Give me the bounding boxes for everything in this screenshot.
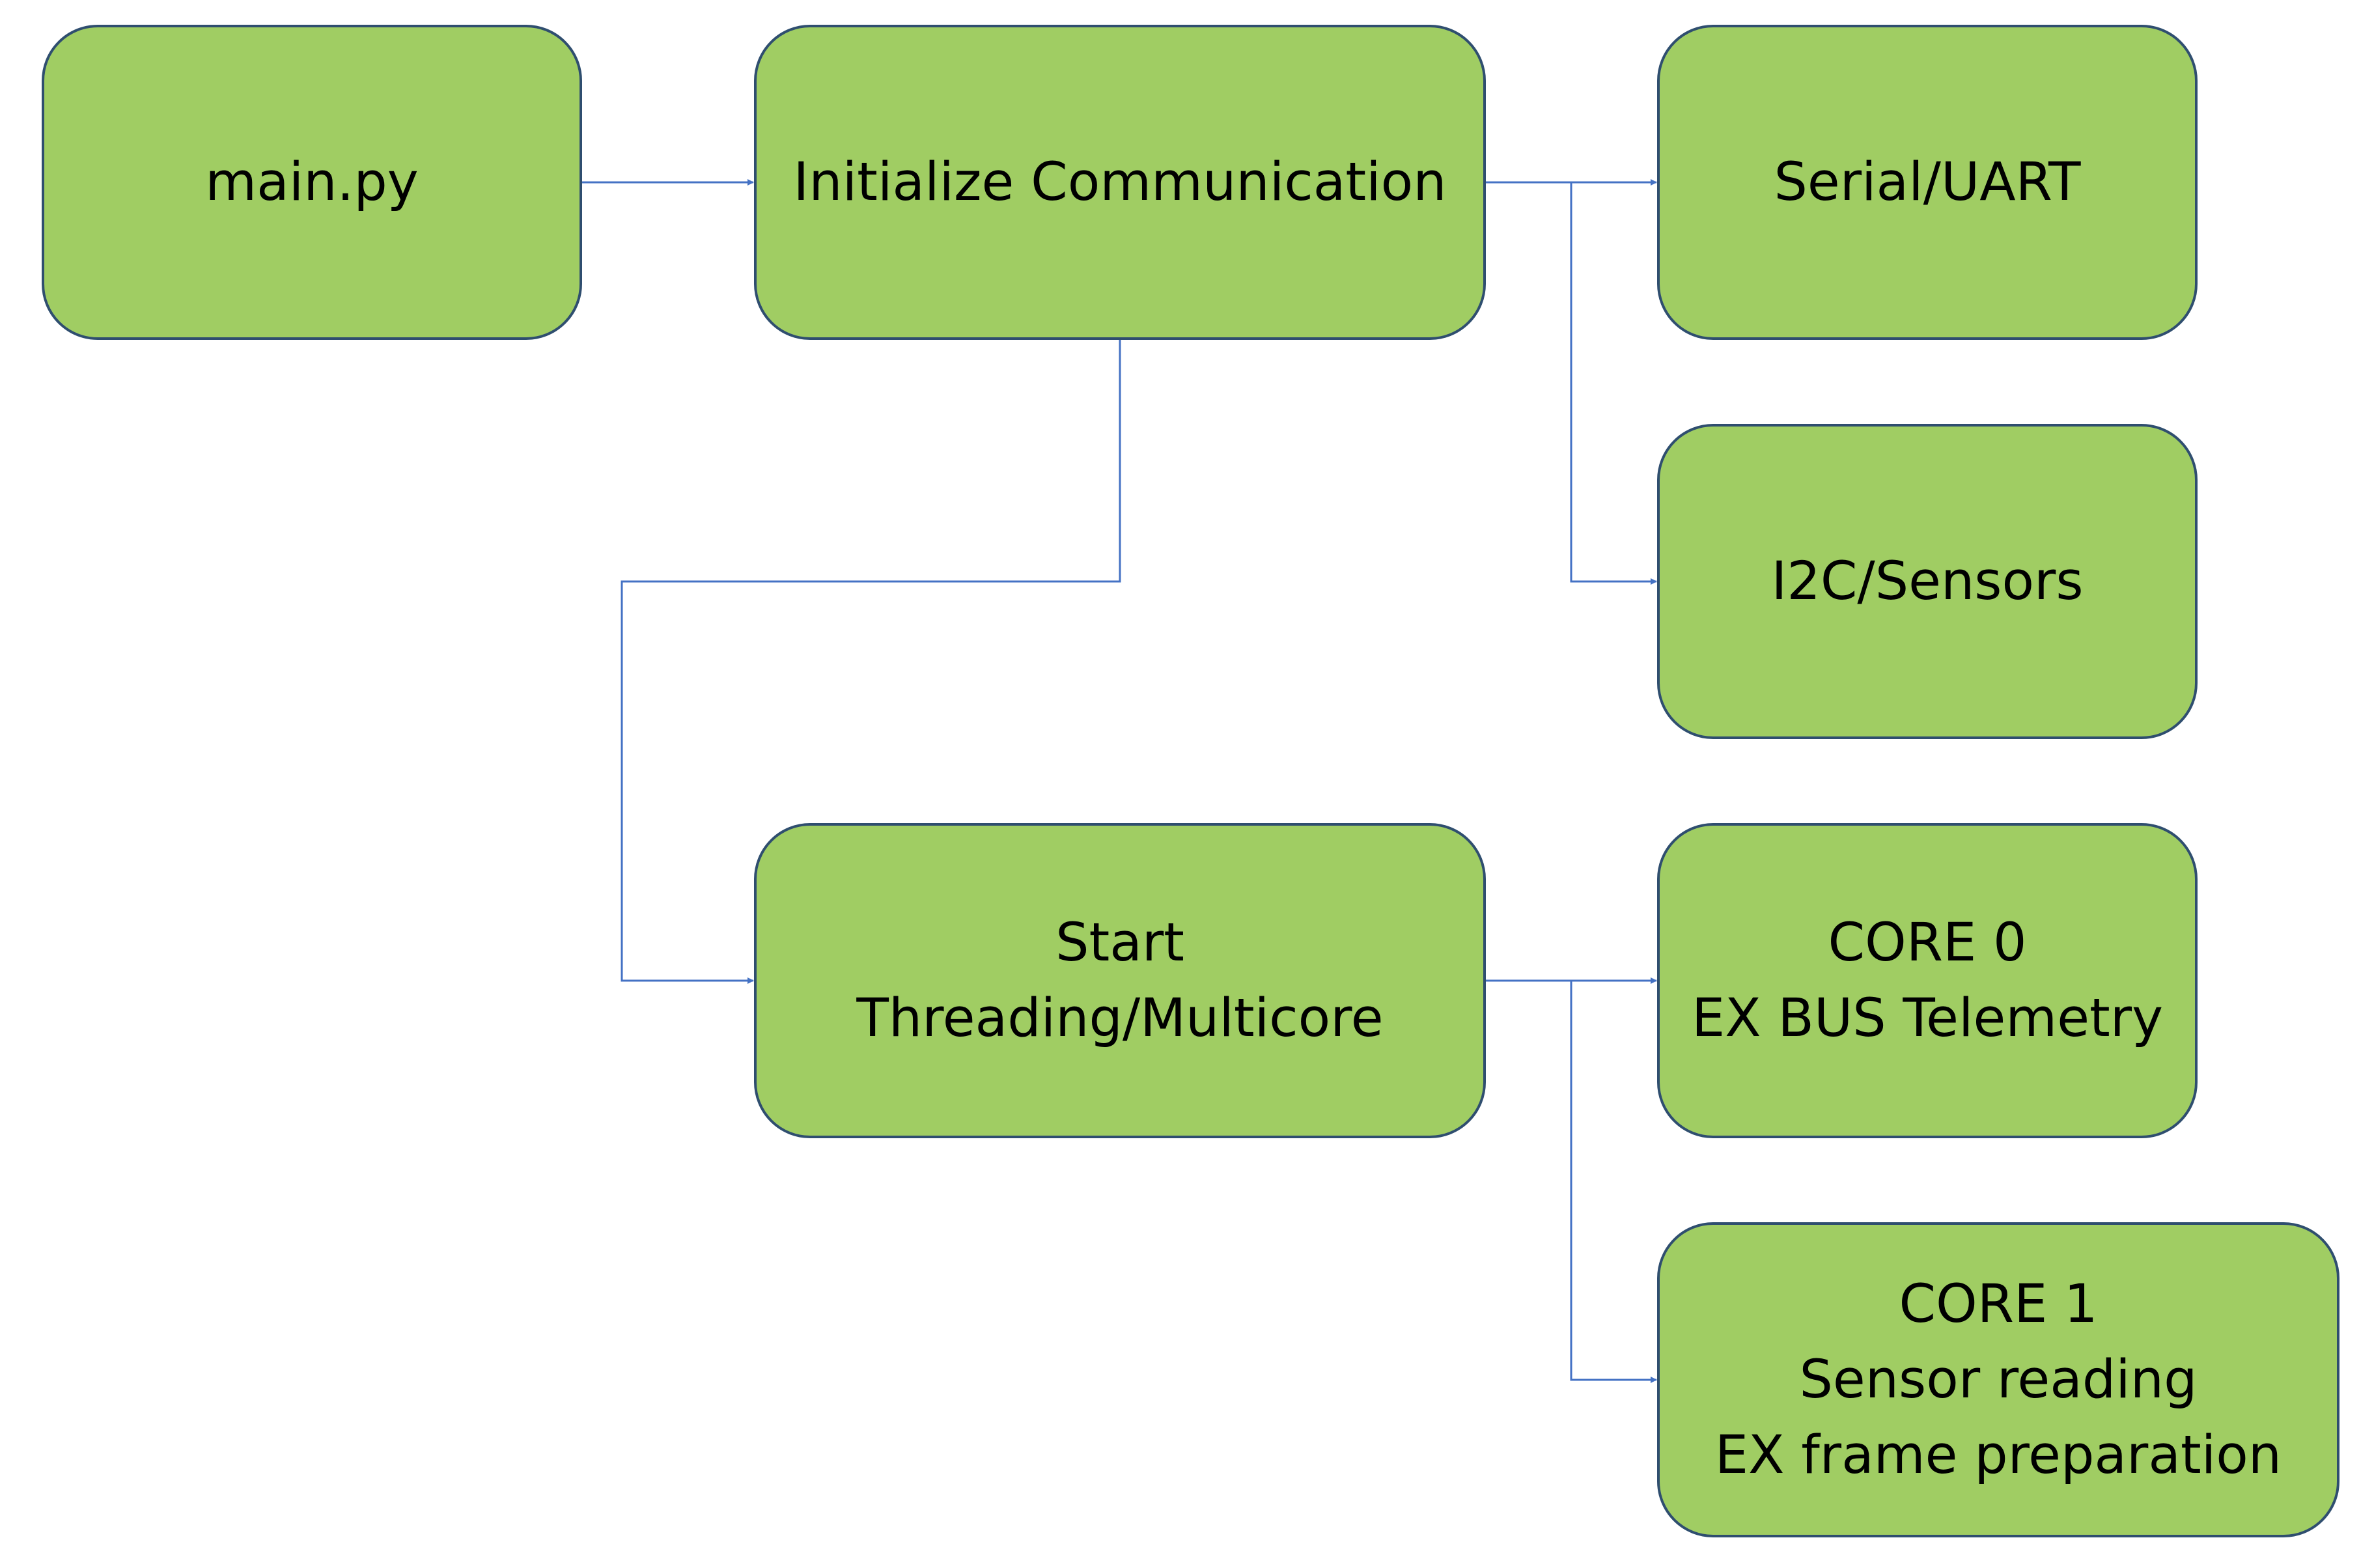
node-i2c-label: I2C/Sensors <box>1771 551 2083 612</box>
connectors <box>581 179 1657 1383</box>
node-init-comm-label: Initialize Communication <box>793 152 1446 213</box>
node-core0-label: EX BUS Telemetry <box>1692 988 2163 1049</box>
node-core0: CORE 0 EX BUS Telemetry <box>1657 823 2198 1138</box>
node-core1-box <box>1657 1222 2339 1537</box>
node-init-comm-box <box>754 25 1486 340</box>
node-serial-box <box>1657 25 2198 340</box>
node-serial-label: Serial/UART <box>1774 152 2081 213</box>
node-i2c: I2C/Sensors <box>1657 424 2198 739</box>
node-main: main.py <box>42 25 582 340</box>
node-threading-box <box>754 823 1486 1138</box>
node-core0-box <box>1657 823 2198 1138</box>
node-core1-label: EX frame preparation <box>1715 1425 2282 1486</box>
arrow-init-comm-to-i2c <box>1485 181 1657 585</box>
node-main-box <box>42 25 582 340</box>
arrow-init-comm-to-threading <box>621 339 1121 984</box>
node-core1-label: Sensor reading <box>1799 1349 2197 1410</box>
node-main-label: main.py <box>205 152 418 213</box>
arrow-threading-to-core1 <box>1485 979 1657 1383</box>
process-boxes: main.py Initialize Communication Serial/UA… <box>42 25 2339 1537</box>
node-core1-label: CORE 1 <box>1899 1274 2097 1335</box>
node-threading-label: Start <box>1055 912 1184 973</box>
node-i2c-box <box>1657 424 2198 739</box>
node-threading-label: Threading/Multicore <box>856 988 1383 1049</box>
node-init-comm: Initialize Communication <box>754 25 1486 340</box>
node-serial: Serial/UART <box>1657 25 2198 340</box>
node-core0-label: CORE 0 <box>1828 912 2026 973</box>
node-core1: CORE 1 Sensor reading EX frame preparation <box>1657 1222 2339 1537</box>
